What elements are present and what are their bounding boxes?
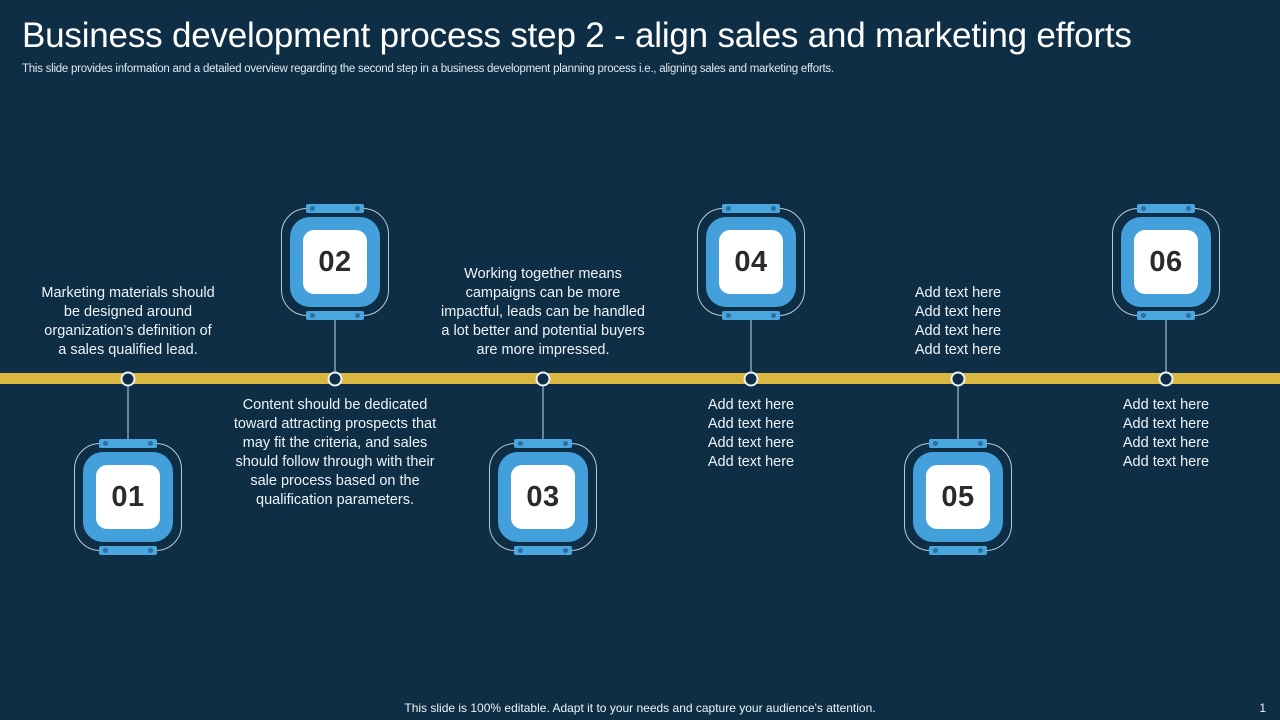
timeline-bar bbox=[0, 373, 1280, 384]
timeline-dot-05 bbox=[950, 371, 966, 387]
node-tab-bottom-icon bbox=[99, 546, 157, 555]
node-tab-bottom-icon bbox=[306, 311, 364, 320]
node-number-plate: 01 bbox=[96, 465, 160, 529]
node-number-plate: 05 bbox=[926, 465, 990, 529]
node-tab-bottom-icon bbox=[514, 546, 572, 555]
step-caption-02: Content should be dedicated toward attrac… bbox=[234, 396, 436, 510]
caption-line: Add text here bbox=[914, 285, 1002, 301]
timeline-dot-01 bbox=[120, 371, 136, 387]
caption-line: campaigns can be more bbox=[465, 285, 621, 301]
connector-line bbox=[127, 378, 129, 439]
connector-line bbox=[542, 378, 544, 439]
caption-line: Content should be dedicated bbox=[242, 397, 428, 413]
caption-line: Working together means bbox=[464, 266, 622, 282]
caption-line: Add text here bbox=[914, 342, 1002, 358]
caption-line: Add text here bbox=[707, 397, 795, 413]
caption-line: organization’s definition of bbox=[44, 323, 212, 339]
caption-line: should follow through with their bbox=[235, 454, 435, 470]
node-tab-top-icon bbox=[99, 439, 157, 448]
step-number-label: 04 bbox=[734, 245, 768, 278]
step-caption-01: Marketing materials should be designed ar… bbox=[41, 284, 214, 360]
node-number-plate: 03 bbox=[511, 465, 575, 529]
page-number: 1 bbox=[1259, 701, 1266, 715]
caption-line: a sales qualified lead. bbox=[58, 342, 198, 358]
node-tab-top-icon bbox=[514, 439, 572, 448]
caption-line: Add text here bbox=[1122, 397, 1210, 413]
node-tab-bottom-icon bbox=[722, 311, 780, 320]
caption-line: Add text here bbox=[707, 416, 795, 432]
caption-line: a lot better and potential buyers bbox=[441, 323, 645, 339]
step-number-label: 05 bbox=[941, 480, 975, 513]
caption-line: are more impressed. bbox=[476, 342, 610, 358]
page-subtitle: This slide provides information and a de… bbox=[22, 63, 834, 75]
node-number-plate: 06 bbox=[1134, 230, 1198, 294]
process-step-01[interactable]: 01 bbox=[74, 439, 182, 555]
process-step-02[interactable]: 02 bbox=[281, 204, 389, 320]
caption-line: Marketing materials should bbox=[41, 285, 215, 301]
node-tab-top-icon bbox=[1137, 204, 1195, 213]
caption-line: be designed around bbox=[63, 304, 193, 320]
step-caption-03: Working together means campaigns can be m… bbox=[441, 265, 645, 360]
node-number-plate: 04 bbox=[719, 230, 783, 294]
connector-line bbox=[750, 320, 752, 378]
caption-line: Add text here bbox=[914, 304, 1002, 320]
node-tab-top-icon bbox=[929, 439, 987, 448]
caption-line: Add text here bbox=[707, 435, 795, 451]
page-title: Business development process step 2 - al… bbox=[22, 16, 1132, 55]
step-number-label: 06 bbox=[1149, 245, 1183, 278]
process-step-04[interactable]: 04 bbox=[697, 204, 805, 320]
caption-line: Add text here bbox=[1122, 454, 1210, 470]
node-number-plate: 02 bbox=[303, 230, 367, 294]
connector-line bbox=[957, 378, 959, 439]
process-step-06[interactable]: 06 bbox=[1112, 204, 1220, 320]
step-number-label: 01 bbox=[111, 480, 145, 513]
caption-line: qualification parameters. bbox=[256, 492, 414, 508]
step-number-label: 03 bbox=[526, 480, 560, 513]
timeline-dot-02 bbox=[327, 371, 343, 387]
connector-line bbox=[334, 320, 336, 378]
timeline-dot-04 bbox=[743, 371, 759, 387]
caption-line: Add text here bbox=[1122, 435, 1210, 451]
caption-line: sale process based on the bbox=[250, 473, 420, 489]
node-tab-top-icon bbox=[306, 204, 364, 213]
caption-line: may fit the criteria, and sales bbox=[242, 435, 428, 451]
node-tab-bottom-icon bbox=[1137, 311, 1195, 320]
node-tab-top-icon bbox=[722, 204, 780, 213]
process-step-05[interactable]: 05 bbox=[904, 439, 1012, 555]
caption-line: Add text here bbox=[914, 323, 1002, 339]
caption-line: impactful, leads can be handled bbox=[441, 304, 645, 320]
node-tab-bottom-icon bbox=[929, 546, 987, 555]
caption-line: Add text here bbox=[1122, 416, 1210, 432]
timeline-dot-03 bbox=[535, 371, 551, 387]
caption-line: toward attracting prospects that bbox=[233, 416, 437, 432]
caption-line: Add text here bbox=[707, 454, 795, 470]
step-number-label: 02 bbox=[318, 245, 352, 278]
connector-line bbox=[1165, 320, 1167, 378]
footer-note: This slide is 100% editable. Adapt it to… bbox=[404, 701, 876, 715]
process-step-03[interactable]: 03 bbox=[489, 439, 597, 555]
timeline-dot-06 bbox=[1158, 371, 1174, 387]
